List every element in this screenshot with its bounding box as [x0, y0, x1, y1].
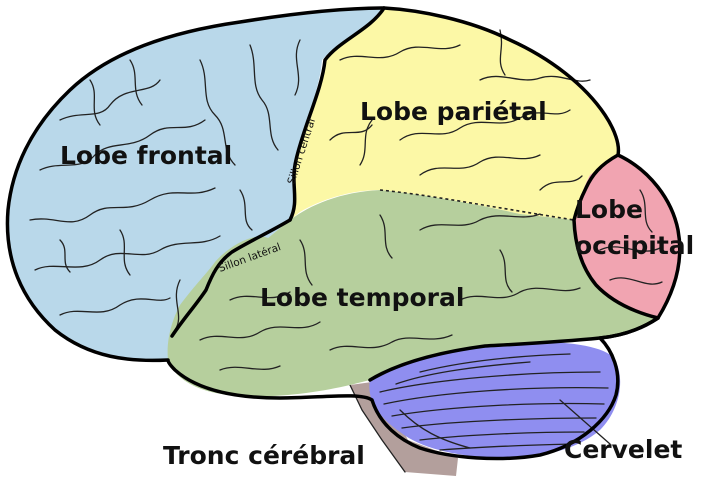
lateral-sulcus-line — [170, 218, 292, 338]
occipital-lobe-label-line1: Lobe — [575, 195, 643, 224]
frontal-lobe-region — [7, 8, 385, 361]
temporal-lobe-region — [167, 190, 658, 397]
frontal-folds — [29, 39, 301, 331]
temporal-lobe-label: Lobe temporal — [260, 283, 464, 312]
brainstem-label: Tronc cérébral — [163, 441, 365, 470]
central-sulcus-line — [288, 6, 386, 222]
occipital-folds — [599, 189, 663, 285]
frontal-lobe-label: Lobe frontal — [60, 141, 232, 170]
parieto-occipital-line — [572, 153, 660, 320]
cerebellum-region — [369, 341, 621, 459]
parieto-temporal-dotted-divider — [379, 189, 575, 221]
parietal-lobe-region — [290, 8, 619, 220]
parietal-folds — [329, 29, 591, 191]
temporal-folds — [199, 213, 581, 371]
cerebellum-folds — [379, 353, 609, 451]
cerebellum-label: Cervelet — [564, 435, 682, 464]
occipital-lobe-region — [574, 155, 680, 318]
occipital-lobe-label-line2: occipital — [575, 231, 694, 260]
parietal-lobe-label: Lobe pariétal — [360, 97, 547, 126]
brain-outline — [5, 6, 682, 461]
cerebellum-pointer-line — [559, 399, 611, 445]
